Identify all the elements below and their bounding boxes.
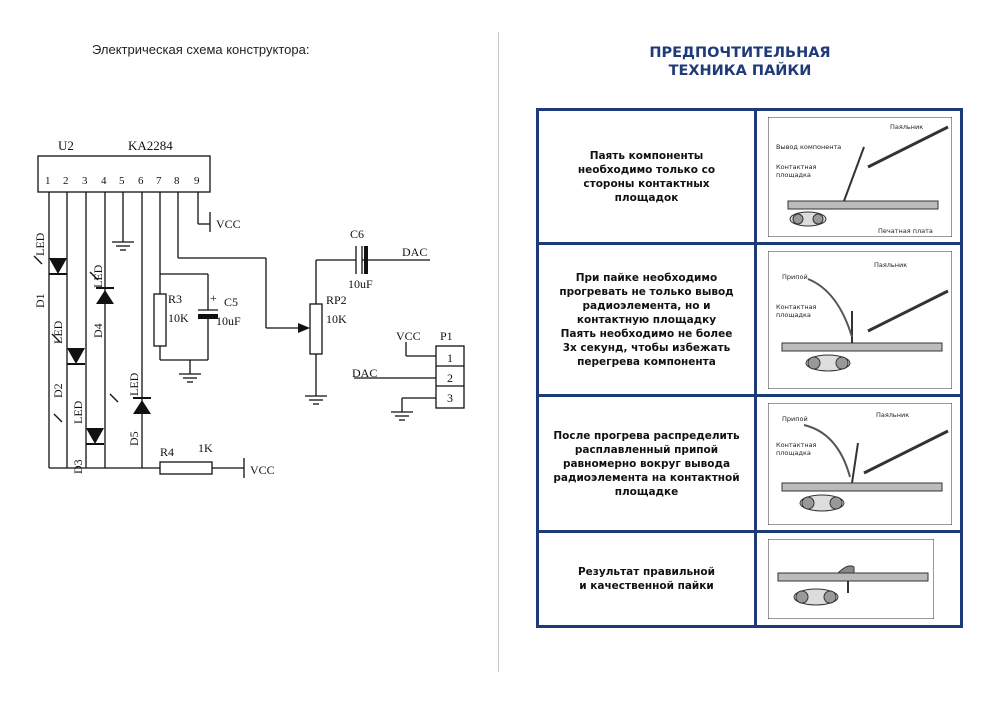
plus-sign: + <box>210 291 217 305</box>
instruction-text: При пайке необходимо прогревать не тольк… <box>559 271 734 368</box>
p1-pin: 2 <box>447 371 453 385</box>
vcc-label: VCC <box>216 217 241 231</box>
schematic-caption: Электрическая схема конструктора: <box>92 42 310 57</box>
label-pad: Контактная <box>776 441 817 449</box>
label-iron: Паяльник <box>874 261 907 269</box>
soldering-illustration: Паяльник Вывод компонента Контактная пло… <box>768 117 952 237</box>
chip-name: KA2284 <box>128 138 173 153</box>
d3-label: D3 <box>71 459 85 474</box>
r4-label: R4 <box>160 445 174 459</box>
p1-pin: 1 <box>447 351 453 365</box>
label-iron: Паяльник <box>890 123 923 131</box>
chip-pin: 8 <box>174 175 180 187</box>
c6-value: 10uF <box>348 277 373 291</box>
chip-pin: 1 <box>45 175 51 187</box>
d5-label: D5 <box>127 431 141 446</box>
vcc-label: VCC <box>250 463 275 477</box>
d1-label: D1 <box>33 293 47 308</box>
label-board: Печатная плата <box>878 227 933 235</box>
instruction-cell: Результат правильной и качественной пайк… <box>539 533 757 625</box>
title-line: ТЕХНИКА ПАЙКИ <box>668 63 812 79</box>
led-label: LED <box>33 232 47 256</box>
label-solder: Припой <box>782 273 808 281</box>
instruction-cell: После прогрева распределить расплавленны… <box>539 397 757 530</box>
p1-pin: 3 <box>447 391 453 405</box>
instruction-cell: Паять компоненты необходимо только со ст… <box>539 111 757 242</box>
vcc-label: VCC <box>396 329 421 343</box>
chip-pin: 5 <box>119 175 125 187</box>
p1-label: P1 <box>440 329 453 343</box>
r3-value: 10K <box>168 311 189 325</box>
instruction-text: Паять компоненты необходимо только со ст… <box>577 149 716 204</box>
illustration-cell: Паяльник Припой Контактная площадка <box>760 245 960 394</box>
soldering-illustration: Паяльник Припой Контактная площадка <box>768 251 952 389</box>
instruction-text: Результат правильной и качественной пайк… <box>577 566 716 592</box>
label-lead: Вывод компонента <box>776 143 841 151</box>
table-row: При пайке необходимо прогревать не тольк… <box>539 245 960 397</box>
d4-label: D4 <box>91 323 105 338</box>
label-pad-2: площадка <box>776 171 811 179</box>
label-pad: Контактная <box>776 303 817 311</box>
instruction-text: После прогрева распределить расплавленны… <box>553 429 740 498</box>
led-label: LED <box>71 400 85 424</box>
r3-label: R3 <box>168 292 182 306</box>
rp2-value: 10K <box>326 312 347 326</box>
label-pad-2: площадка <box>776 449 811 457</box>
title-line: ПРЕДПОЧТИТЕЛЬНАЯ <box>649 45 831 61</box>
chip-ref: U2 <box>58 138 74 153</box>
dac-label: DAC <box>402 245 427 259</box>
led-label: LED <box>51 320 65 344</box>
c5-label: C5 <box>224 295 238 309</box>
table-row: После прогрева распределить расплавленны… <box>539 397 960 533</box>
illustration-cell: Паяльник Вывод компонента Контактная пло… <box>760 111 960 242</box>
r4-value: 1K <box>198 441 213 455</box>
chip-pin: 4 <box>101 175 107 187</box>
label-iron: Паяльник <box>876 411 909 419</box>
chip-pin: 6 <box>138 175 144 187</box>
page-divider <box>498 32 499 672</box>
illustration-cell: Паяльник Припой Контактная площадка <box>760 397 960 530</box>
label-pad-2: площадка <box>776 311 811 319</box>
led-label: LED <box>127 372 141 396</box>
led-label: LED <box>91 264 105 288</box>
chip-pin: 7 <box>156 175 162 187</box>
table-row: Паять компоненты необходимо только со ст… <box>539 111 960 245</box>
soldering-illustration: Паяльник Припой Контактная площадка <box>768 403 952 525</box>
circuit-schematic: U2 KA2284 1 2 3 4 5 6 7 8 9 VCC VCC VCC … <box>33 138 465 478</box>
chip-pin: 2 <box>63 175 69 187</box>
c5-value: 10uF <box>216 314 241 328</box>
chip-pin: 3 <box>82 175 88 187</box>
soldering-table: Паять компоненты необходимо только со ст… <box>536 108 963 628</box>
illustration-cell <box>760 533 960 625</box>
rp2-label: RP2 <box>326 293 347 307</box>
label-pad: Контактная <box>776 163 817 171</box>
dac-label: DAC <box>352 366 377 380</box>
soldering-illustration <box>768 539 934 619</box>
label-solder: Припой <box>782 415 808 423</box>
c6-label: C6 <box>350 227 364 241</box>
chip-pin: 9 <box>194 175 200 187</box>
instruction-cell: При пайке необходимо прогревать не тольк… <box>539 245 757 394</box>
table-row: Результат правильной и качественной пайк… <box>539 533 960 625</box>
d2-label: D2 <box>51 383 65 398</box>
page-title: ПРЕДПОЧТИТЕЛЬНАЯ ТЕХНИКА ПАЙКИ <box>560 44 920 80</box>
